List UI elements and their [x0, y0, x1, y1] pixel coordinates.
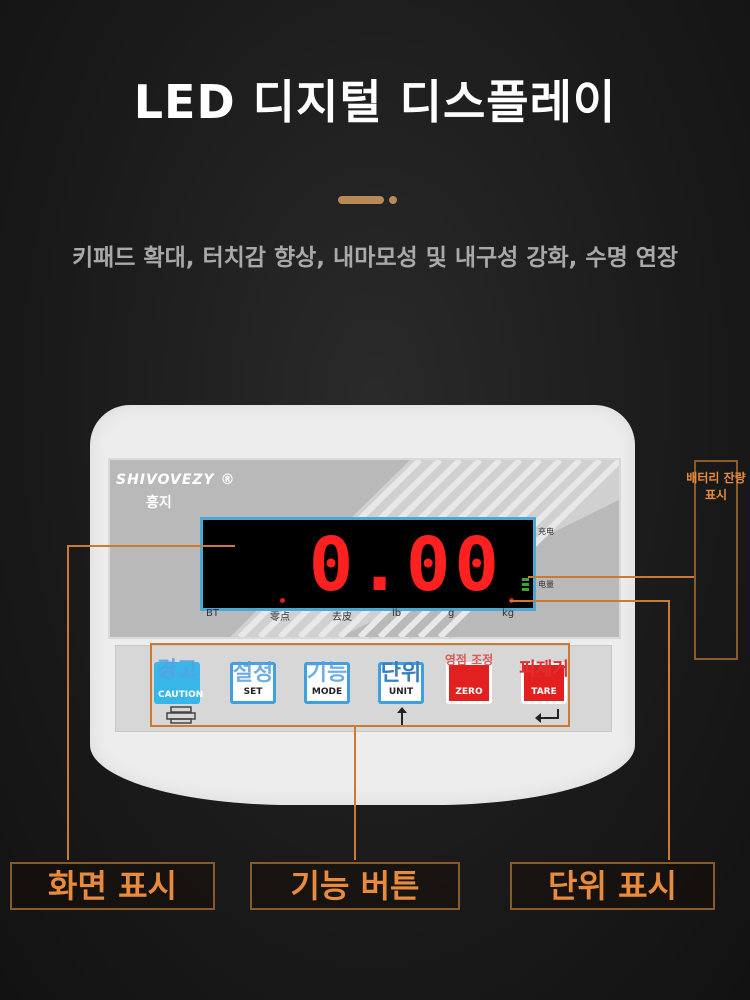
charge-label: 充电	[538, 527, 554, 536]
unit-label-bt: BT	[206, 608, 219, 619]
display-callout-line	[67, 545, 69, 860]
display-callout-label: 화면 표시	[10, 862, 215, 910]
zero-button[interactable]: 영점 조정 ZERO	[445, 653, 493, 704]
unit-label-g: g	[448, 608, 455, 619]
brand-name-korean: 흥지	[146, 495, 172, 511]
zero-button-label-ko: 영점 조정	[444, 653, 494, 667]
tare-button-label-ko: 피제거	[519, 659, 569, 680]
tare-button[interactable]: 피제거 TARE	[519, 659, 569, 704]
mode-button[interactable]: 기능 MODE	[304, 661, 350, 704]
unit-label-kg: kg	[502, 608, 515, 619]
brand-logo: SHIVOVEZY ®	[116, 472, 236, 488]
display-callout-line	[67, 545, 235, 547]
battery-bar	[522, 578, 529, 581]
divider-dash	[338, 196, 384, 204]
set-button[interactable]: 설정 SET	[230, 661, 276, 704]
unit-button-label: UNIT	[385, 687, 417, 697]
set-button-label-ko: 설정	[232, 661, 274, 686]
unit-callout-line	[668, 600, 670, 860]
unit-callout-label: 단위 표시	[510, 862, 715, 910]
display-panel: SHIVOVEZY ® 흥지 0.00 充电 电量 BT 零点 去皮 lb g …	[108, 458, 621, 639]
unit-callout-line	[510, 600, 670, 602]
zero-indicator-dot	[280, 598, 285, 603]
battery-bar	[522, 583, 529, 586]
battery-callout-line	[528, 576, 694, 578]
battery-callout-label: 배터리 잔량 표시	[686, 471, 746, 502]
caution-button-label-ko: 경고	[156, 658, 198, 683]
unit-label-tare: 去皮	[332, 612, 352, 623]
buttons-callout-frame	[150, 643, 570, 727]
caution-button[interactable]: 경고 CAUTION	[154, 658, 204, 704]
page-title: LED 디지털 디스플레이	[133, 75, 617, 129]
enter-icon	[535, 709, 559, 723]
battery-label: 电量	[538, 580, 554, 589]
buttons-callout-line	[354, 727, 356, 860]
zero-button-label: ZERO	[453, 687, 485, 697]
page-subtitle: 키패드 확대, 터치감 향상, 내마모성 및 내구성 강화, 수명 연장	[71, 245, 679, 271]
divider-dot	[389, 196, 397, 204]
buttons-callout-label: 기능 버튼	[250, 862, 460, 910]
keypad: 경고 CAUTION 설정 SET 기능 MODE 단위 UNIT 영점 조정 …	[115, 645, 612, 732]
caution-button-label: CAUTION	[158, 690, 204, 700]
tare-button-label: TARE	[528, 687, 560, 697]
battery-bar	[522, 588, 529, 591]
weight-reading: 0.00	[308, 522, 503, 608]
unit-button-label-ko: 단위	[380, 661, 422, 686]
set-button-label: SET	[237, 687, 269, 697]
mode-button-label-ko: 기능	[306, 661, 348, 686]
mode-button-label: MODE	[311, 687, 343, 697]
led-display: 0.00	[200, 517, 536, 611]
printer-icon	[166, 706, 196, 724]
arrow-up-icon	[397, 707, 407, 725]
unit-label-lb: lb	[392, 608, 402, 619]
unit-label-zero: 零点	[270, 612, 290, 623]
battery-callout-frame	[694, 460, 738, 660]
unit-button[interactable]: 단위 UNIT	[378, 661, 424, 704]
